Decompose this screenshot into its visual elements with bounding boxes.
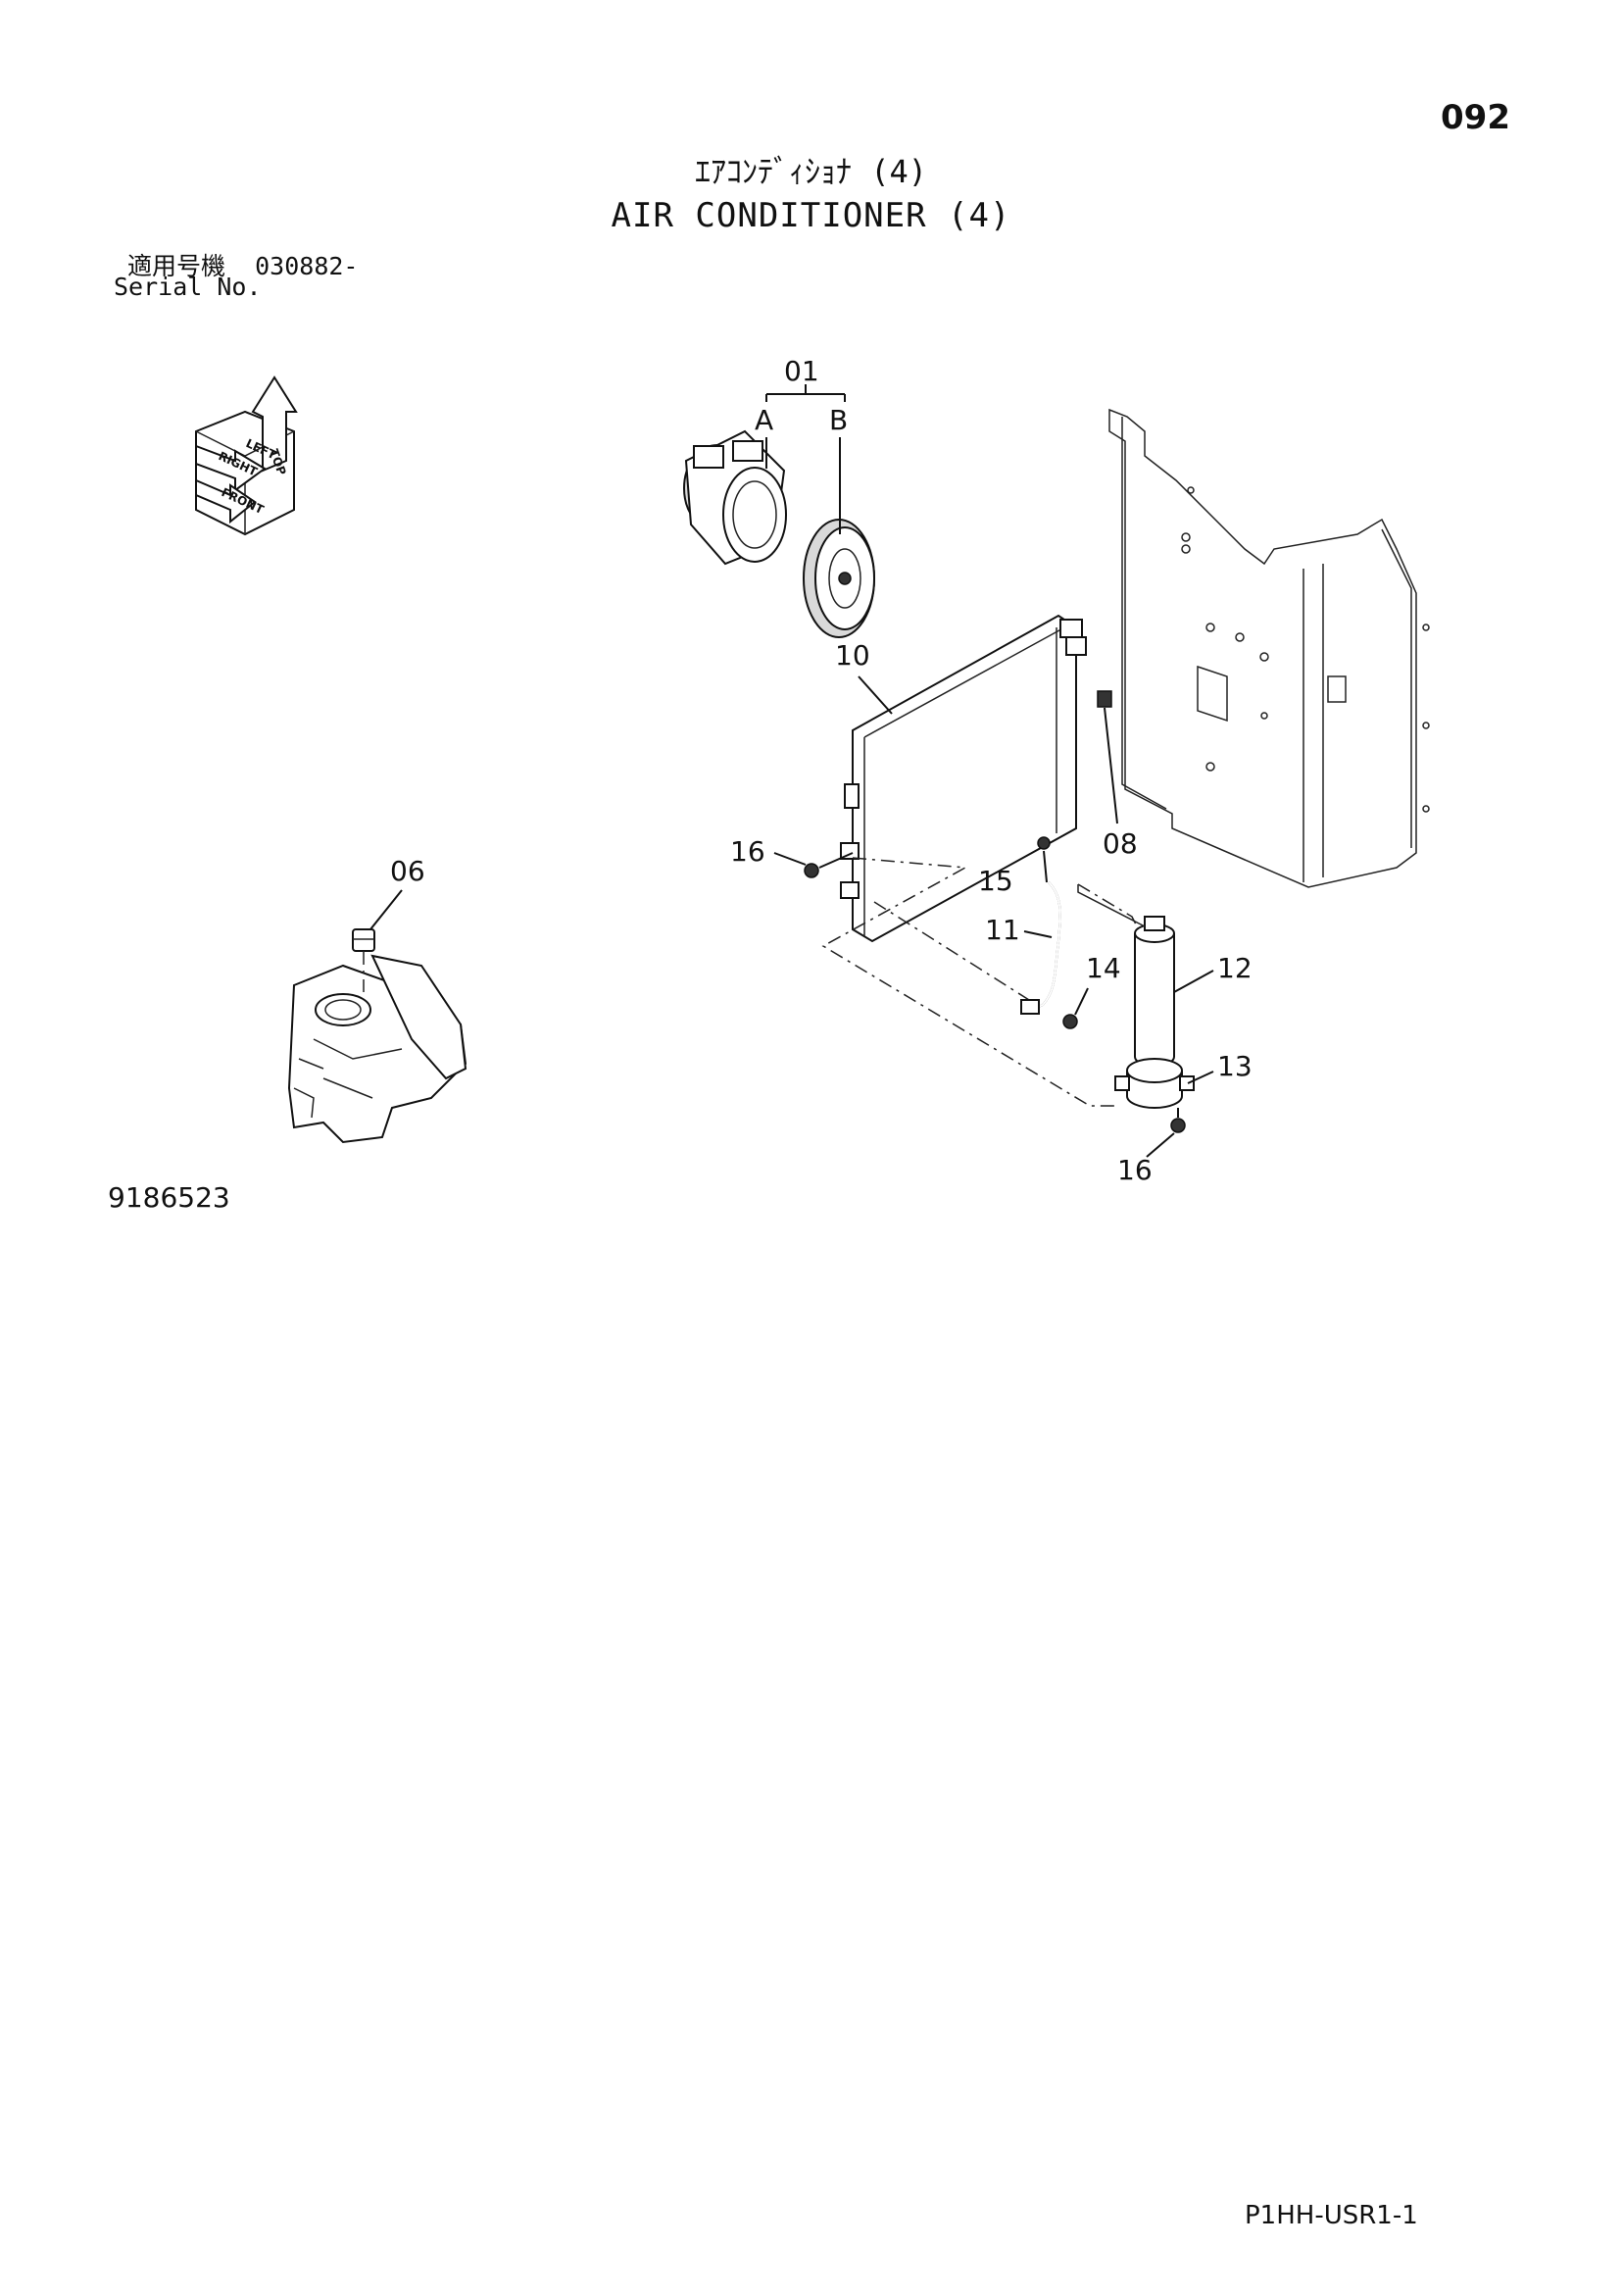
figure-number: 9186523 xyxy=(108,1181,230,1214)
compressor-part-01a xyxy=(683,429,787,566)
callout-14: 14 xyxy=(1086,952,1121,984)
clutch-part-01b xyxy=(803,519,875,638)
callout-12: 12 xyxy=(1217,952,1253,984)
clamp-part-13 xyxy=(1114,1058,1195,1109)
callout-16-lower: 16 xyxy=(1117,1154,1153,1186)
title-japanese: ｴｱｺﾝﾃﾞｨｼｮﾅ (4) xyxy=(694,153,928,190)
orientation-icon: TOP LEFT RIGHT FRONT xyxy=(195,375,298,536)
serial-number-line: 適用号機 030882- xyxy=(127,247,358,282)
mounting-bracket xyxy=(1108,408,1430,888)
fitting-assembly-detail xyxy=(287,954,467,1144)
page-code: P1HH-USR1-1 xyxy=(1245,2201,1418,2230)
condenser-part-10 xyxy=(840,614,1087,943)
pipe-part-11 xyxy=(1020,881,1061,1015)
callout-13: 13 xyxy=(1217,1050,1253,1082)
serial-number-value: 030882- xyxy=(255,252,359,280)
bolt-part-15 xyxy=(1037,836,1051,883)
receiver-drier-part-12 xyxy=(1077,884,1175,1067)
bolt-part-16-lower xyxy=(1170,1108,1186,1133)
callout-08: 08 xyxy=(1103,827,1138,860)
serial-label-english: Serial No. xyxy=(114,273,262,301)
serial-label-japanese: 適用号機 xyxy=(127,252,226,280)
clip-part-08 xyxy=(1097,690,1112,708)
callout-06: 06 xyxy=(390,855,425,887)
callout-b: B xyxy=(829,404,848,436)
callout-15: 15 xyxy=(978,865,1013,897)
callout-16-upper: 16 xyxy=(730,835,765,868)
bolt-part-16-upper xyxy=(804,863,819,878)
callout-01: 01 xyxy=(784,355,819,387)
callout-a: A xyxy=(755,404,773,436)
title-english: AIR CONDITIONER (4) xyxy=(611,196,1011,235)
callout-11: 11 xyxy=(985,914,1020,946)
plug-part-06 xyxy=(352,928,375,992)
bolt-part-14 xyxy=(1062,1014,1078,1029)
page-number: 092 xyxy=(1441,98,1510,137)
callout-10: 10 xyxy=(835,639,870,672)
